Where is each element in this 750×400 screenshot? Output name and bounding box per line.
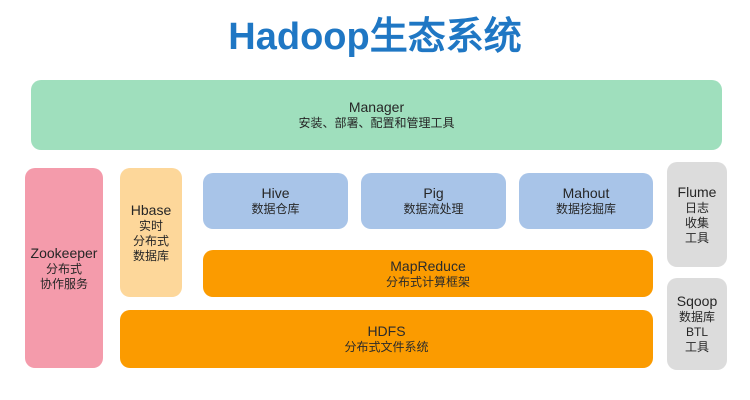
node-flume-name: Flume — [677, 183, 717, 200]
node-zookeeper-desc-1: 分布式 — [45, 261, 82, 276]
node-sqoop-desc-3: 工具 — [684, 340, 709, 354]
node-hbase-desc-3: 数据库 — [132, 248, 169, 263]
node-mapreduce-desc: 分布式计算框架 — [385, 274, 470, 289]
node-sqoop-name: Sqoop — [676, 293, 718, 309]
node-zookeeper-name: Zookeeper — [30, 244, 98, 261]
node-hbase-desc-1: 实时 — [138, 218, 163, 233]
node-hive-name: Hive — [261, 185, 290, 201]
node-flume-desc-1: 日志 — [684, 200, 709, 215]
node-hbase: Hbase 实时 分布式 数据库 — [120, 168, 182, 297]
node-zookeeper-desc-2: 协作服务 — [39, 276, 88, 291]
node-flume-desc-2: 收集 — [684, 215, 709, 230]
node-mapreduce-name: MapReduce — [390, 257, 466, 274]
node-manager-desc: 安装、部署、配置和管理工具 — [298, 116, 455, 130]
node-hive-desc: 数据仓库 — [251, 202, 300, 216]
node-flume: Flume 日志 收集 工具 — [667, 162, 727, 267]
node-hbase-name: Hbase — [130, 201, 172, 218]
node-hbase-desc-2: 分布式 — [132, 233, 169, 248]
node-sqoop-desc-1: 数据库 — [678, 310, 715, 324]
node-hdfs: HDFS 分布式文件系统 — [120, 310, 653, 368]
node-mahout: Mahout 数据挖掘库 — [519, 173, 653, 229]
node-manager: Manager 安装、部署、配置和管理工具 — [31, 80, 722, 150]
node-zookeeper: Zookeeper 分布式 协作服务 — [25, 168, 103, 368]
node-flume-desc-3: 工具 — [684, 230, 709, 245]
node-hive: Hive 数据仓库 — [203, 173, 348, 229]
node-mapreduce: MapReduce 分布式计算框架 — [203, 250, 653, 297]
node-hdfs-name: HDFS — [367, 323, 406, 339]
node-hdfs-desc: 分布式文件系统 — [344, 340, 429, 354]
node-pig-name: Pig — [423, 185, 444, 201]
node-mahout-desc: 数据挖掘库 — [555, 202, 616, 216]
node-manager-name: Manager — [348, 99, 405, 115]
node-mahout-name: Mahout — [562, 185, 610, 201]
node-sqoop-desc-2: BTL — [685, 325, 708, 339]
node-pig-desc: 数据流处理 — [403, 202, 464, 216]
node-pig: Pig 数据流处理 — [361, 173, 506, 229]
page-title: Hadoop生态系统 — [228, 16, 522, 58]
node-sqoop: Sqoop 数据库 BTL 工具 — [667, 278, 727, 370]
